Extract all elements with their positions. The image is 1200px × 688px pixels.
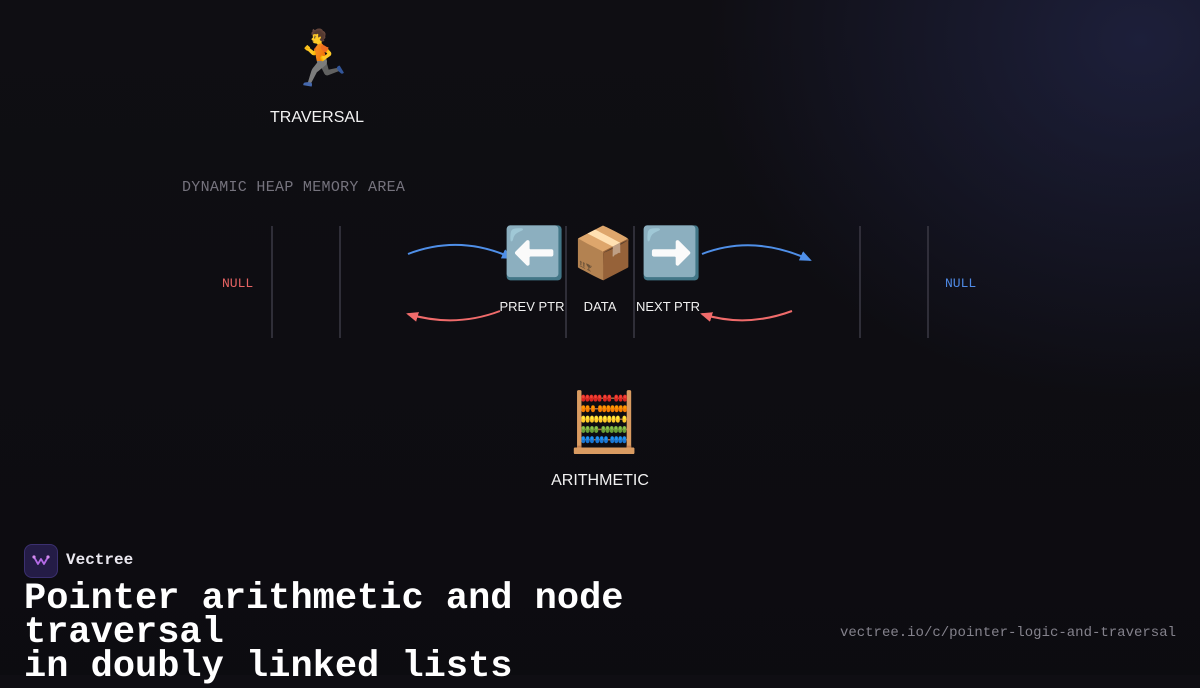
backward-link-arrow-left	[406, 310, 501, 322]
null-right-label: NULL	[945, 276, 977, 291]
vectree-logo-icon	[32, 555, 50, 565]
page-title: Pointer arithmetic and node traversal in…	[24, 581, 844, 686]
null-left-label: NULL	[222, 276, 254, 291]
prev-ptr-label: PREV PTR	[499, 299, 565, 314]
right-arrow-icon: ➡️	[640, 224, 703, 282]
title-line-1: Pointer arithmetic and node traversal	[24, 578, 624, 654]
package-icon: 📦	[572, 224, 635, 282]
next-ptr-label: NEXT PTR	[635, 299, 701, 314]
forward-link-arrow-left	[407, 243, 514, 259]
node-dividers	[271, 226, 929, 338]
heap-area-label: DYNAMIC HEAP MEMORY AREA	[182, 179, 406, 196]
forward-link-arrow-right	[701, 244, 812, 261]
backward-link-arrow-right	[700, 310, 793, 322]
arithmetic-label: ARITHMETIC	[551, 472, 649, 489]
traversal-label: TRAVERSAL	[270, 109, 364, 126]
abacus-icon: 🧮	[568, 388, 641, 456]
left-arrow-icon: ⬅️	[503, 224, 566, 282]
data-label: DATA	[583, 299, 617, 314]
page-url-link[interactable]: vectree.io/c/pointer-logic-and-traversal	[839, 625, 1176, 641]
running-person-icon: 🏃	[287, 27, 355, 90]
vectree-logo[interactable]	[24, 544, 58, 578]
title-line-2: in doubly linked lists	[24, 646, 513, 688]
brand-name: Vectree	[66, 551, 134, 569]
